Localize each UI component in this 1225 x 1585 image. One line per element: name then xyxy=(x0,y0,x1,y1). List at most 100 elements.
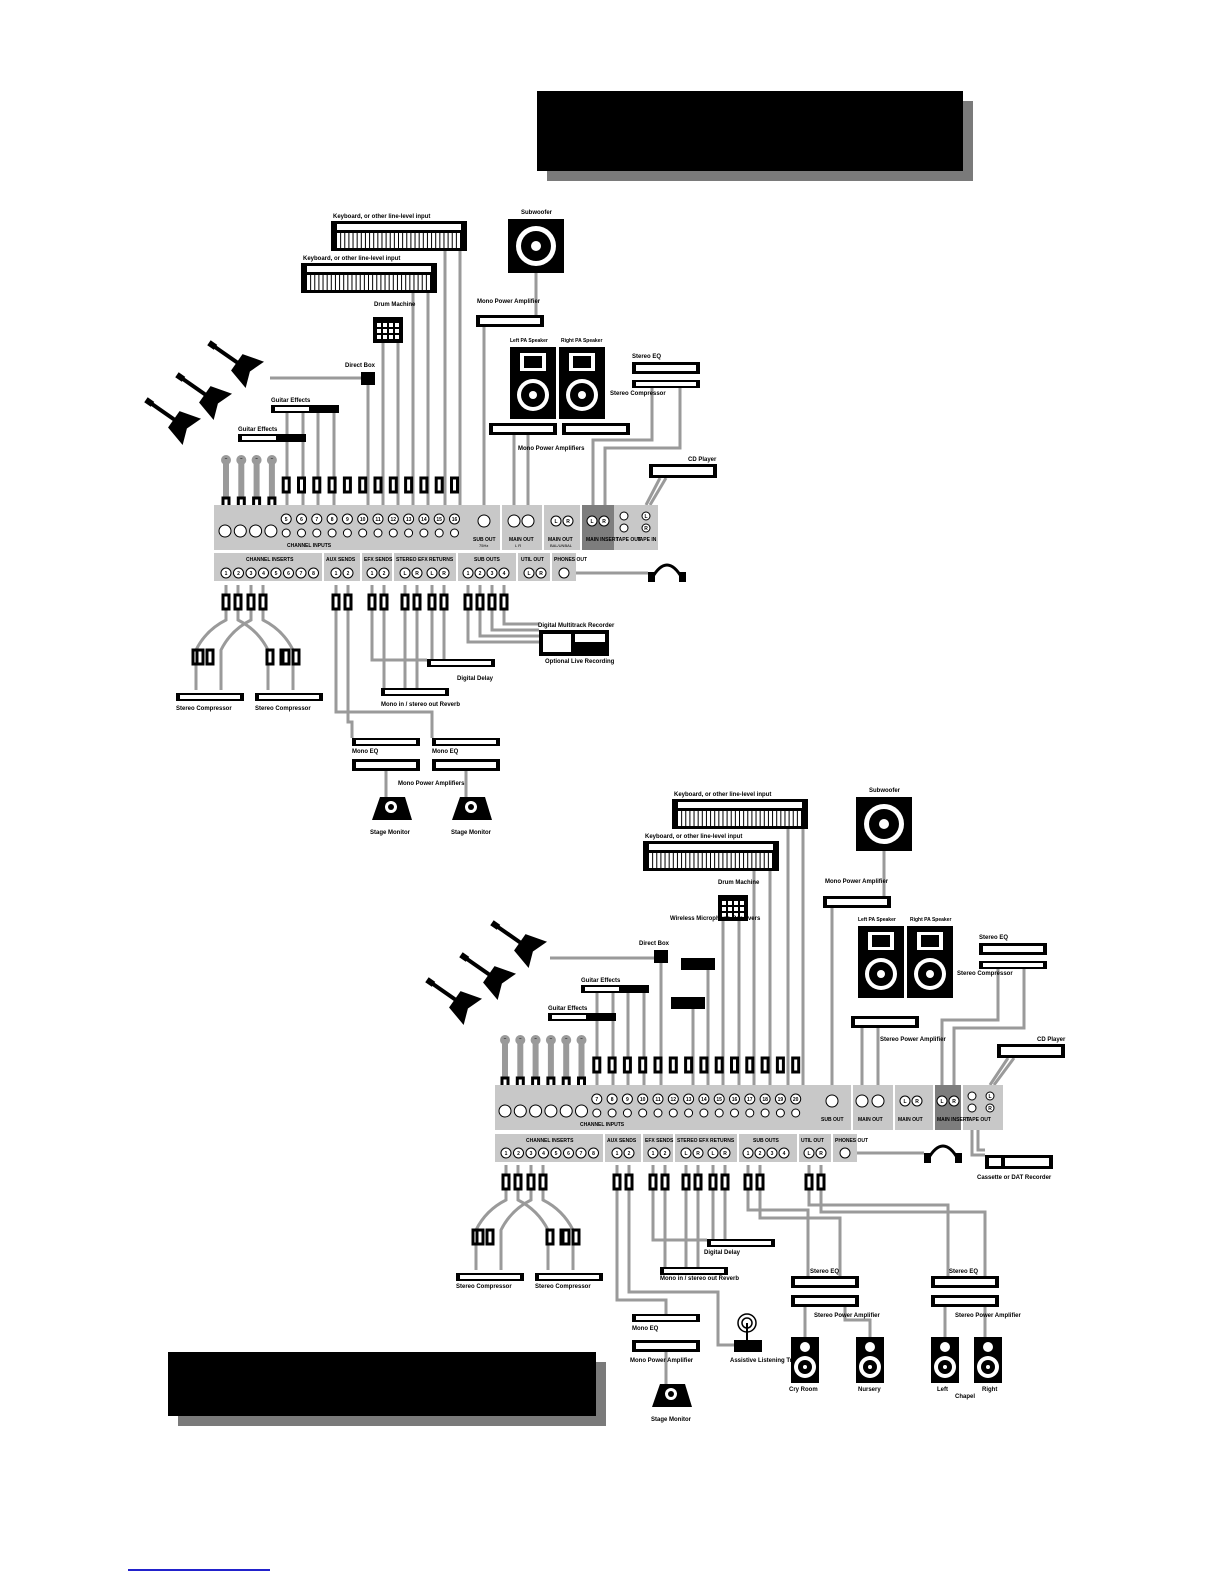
tape-out-label: TAPE OUT xyxy=(616,537,641,543)
keyboard-2 xyxy=(643,841,779,871)
main-out-label: MAIN OUT xyxy=(858,1117,883,1123)
sub-outs-label: SUB OUTS xyxy=(474,557,501,563)
svg-text:12: 12 xyxy=(391,517,397,523)
svg-text:2: 2 xyxy=(347,571,350,577)
stage-monitor-a-label: Stage Monitor xyxy=(370,830,411,836)
svg-text:L: L xyxy=(807,1151,810,1157)
stereo-amp-label: Stereo Power Amplifier xyxy=(880,1037,946,1043)
stereo-eq-label: Stereo EQ xyxy=(632,354,661,360)
mono-amps2-label: Mono Power Amplifiers xyxy=(398,781,465,787)
stereo-compressor-label: Stereo Compressor xyxy=(957,971,1013,977)
svg-text:2: 2 xyxy=(759,1151,762,1157)
stage-monitor-b-label: Stage Monitor xyxy=(451,830,492,836)
mono-amps-label: Mono Power Amplifiers xyxy=(518,446,585,452)
footer-link-underline[interactable] xyxy=(128,1569,270,1571)
svg-text:L: L xyxy=(527,571,530,577)
digital-delay-label: Digital Delay xyxy=(457,676,494,682)
efx-sends-label: EFX SENDS xyxy=(364,557,393,563)
svg-text:6: 6 xyxy=(300,517,303,523)
bottom-title-banner xyxy=(168,1352,606,1426)
sub-out-label: SUB OUT xyxy=(821,1117,844,1123)
svg-text:8: 8 xyxy=(592,1151,595,1157)
svg-text:8: 8 xyxy=(611,1097,614,1103)
top-title-banner xyxy=(537,91,973,181)
svg-text:12: 12 xyxy=(671,1097,677,1103)
direct-box xyxy=(361,372,375,385)
guitar-1-icon xyxy=(207,340,265,388)
guitar-2-icon xyxy=(175,372,233,420)
channel-inputs-label: CHANNEL INPUTS xyxy=(287,543,332,549)
svg-text:R: R xyxy=(952,1099,956,1105)
cd-player-label: CD Player xyxy=(1037,1037,1066,1043)
subwoofer-label: Subwoofer xyxy=(869,788,901,794)
tape-in-label: TAPE IN xyxy=(637,537,657,543)
svg-text:L: L xyxy=(644,514,647,520)
svg-text:14: 14 xyxy=(421,517,427,523)
stereo-efx-label: STEREO EFX RETURNS xyxy=(677,1138,735,1144)
optional-recording-label: Optional Live Recording xyxy=(545,659,615,665)
svg-text:R: R xyxy=(442,571,446,577)
svg-text:11: 11 xyxy=(655,1097,661,1103)
stereo-efx-label: STEREO EFX RETURNS xyxy=(396,557,454,563)
sub-out-label: SUB OUT xyxy=(473,537,496,543)
drum-machine xyxy=(718,895,748,921)
reverb-label: Mono in / stereo out Reverb xyxy=(660,1276,739,1282)
nursery-label: Nursery xyxy=(858,1387,881,1393)
svg-text:L: L xyxy=(403,571,406,577)
assistive-transmitter xyxy=(734,1313,762,1352)
svg-text:13: 13 xyxy=(406,517,412,523)
svg-text:2: 2 xyxy=(664,1151,667,1157)
keyboard-2 xyxy=(301,263,437,293)
svg-text:20: 20 xyxy=(793,1097,799,1103)
svg-text:4: 4 xyxy=(262,571,265,577)
svg-text:R: R xyxy=(539,571,543,577)
svg-text:4: 4 xyxy=(783,1151,786,1157)
guitar-effects-1-label: Guitar Effects xyxy=(581,978,621,984)
svg-text:5: 5 xyxy=(555,1151,558,1157)
headphones-icon xyxy=(648,563,686,582)
cry-room-speaker xyxy=(791,1337,819,1383)
svg-text:3: 3 xyxy=(530,1151,533,1157)
svg-text:4: 4 xyxy=(542,1151,545,1157)
svg-text:15: 15 xyxy=(716,1097,722,1103)
svg-text:7: 7 xyxy=(580,1151,583,1157)
wireless-label: Wireless Microphone Receivers xyxy=(670,916,761,922)
main-insert-label: MAIN INSERT xyxy=(937,1117,970,1123)
stereo-eq-b-label: Stereo EQ xyxy=(949,1269,978,1275)
svg-text:2: 2 xyxy=(517,1151,520,1157)
bal-unbal-label: BAL/UNBAL xyxy=(550,543,573,548)
left-pa-label: Left PA Speaker xyxy=(510,338,548,344)
svg-text:L: L xyxy=(940,1099,943,1105)
svg-text:3: 3 xyxy=(250,571,253,577)
svg-text:5: 5 xyxy=(275,571,278,577)
svg-text:1: 1 xyxy=(652,1151,655,1157)
guitar-3-icon xyxy=(425,977,483,1025)
cd-player-label: CD Player xyxy=(688,457,717,463)
chapel-right-speaker xyxy=(974,1337,1002,1383)
svg-text:8: 8 xyxy=(331,517,334,523)
svg-text:L: L xyxy=(711,1151,714,1157)
svg-text:L: L xyxy=(554,519,557,525)
svg-text:3: 3 xyxy=(491,571,494,577)
right-pa-speaker xyxy=(559,347,605,419)
subwoofer-label: Subwoofer xyxy=(521,210,553,216)
stage-monitor-a xyxy=(372,797,412,820)
mono-amp-label: Mono Power Amplifier xyxy=(825,879,889,885)
svg-text:9: 9 xyxy=(346,517,349,523)
stage-monitor xyxy=(652,1384,692,1407)
aux-sends-label: AUX SENDS xyxy=(326,557,356,563)
direct-box-label: Direct Box xyxy=(345,363,376,369)
phones-label: PHONES OUT xyxy=(835,1138,868,1144)
channel-inserts-label: CHANNEL INSERTS xyxy=(526,1138,574,1144)
svg-text:6: 6 xyxy=(287,571,290,577)
svg-text:2: 2 xyxy=(237,571,240,577)
keyboard-2-label: Keyboard, or other line-level input xyxy=(303,256,400,262)
chapel-left-speaker xyxy=(931,1337,959,1383)
diagram-sr24: Keyboard, or other line-level input Keyb… xyxy=(144,210,717,836)
svg-text:R: R xyxy=(415,571,419,577)
main-insert-label: MAIN INSERT xyxy=(586,537,619,543)
